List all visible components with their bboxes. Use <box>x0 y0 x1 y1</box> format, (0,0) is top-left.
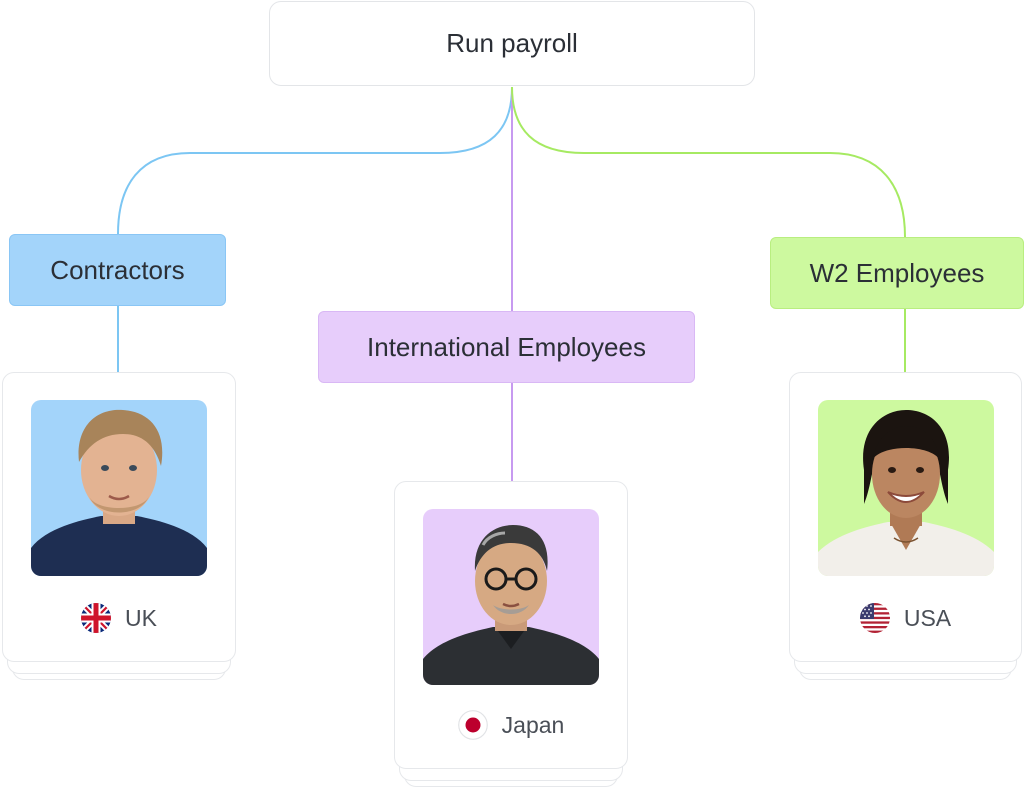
person-photo-japan <box>423 509 599 685</box>
japan-flag-icon <box>457 710 488 740</box>
usa-card-stack: USA <box>789 372 1022 682</box>
w2-employees-label: W2 Employees <box>809 257 985 288</box>
country-row-uk: UK <box>3 603 235 633</box>
run-payroll-node[interactable]: Run payroll <box>269 1 755 86</box>
uk-card-stack: UK <box>2 372 236 682</box>
japan-card-stack: Japan <box>394 481 628 787</box>
contractors-label: Contractors <box>50 254 185 285</box>
country-label-usa: USA <box>903 604 952 631</box>
country-label-japan: Japan <box>501 711 565 738</box>
person-photo-usa <box>818 400 994 576</box>
country-label-uk: UK <box>125 604 157 631</box>
country-row-japan: Japan <box>395 710 627 740</box>
run-payroll-label: Run payroll <box>446 28 578 58</box>
person-photo-uk <box>31 400 207 576</box>
person-card-uk[interactable]: UK <box>2 372 236 662</box>
usa-flag-icon <box>859 603 890 633</box>
international-employees-node[interactable]: International Employees <box>318 311 695 383</box>
international-employees-label: International Employees <box>367 331 646 362</box>
person-card-usa[interactable]: USA <box>789 372 1022 662</box>
contractors-node[interactable]: Contractors <box>9 234 226 306</box>
country-row-usa: USA <box>790 603 1021 633</box>
connector-root-to-contractors <box>117 86 513 235</box>
w2-employees-node[interactable]: W2 Employees <box>770 237 1024 309</box>
person-card-japan[interactable]: Japan <box>394 481 628 769</box>
connector-root-to-w2 <box>511 86 906 238</box>
uk-flag-icon <box>81 603 112 633</box>
